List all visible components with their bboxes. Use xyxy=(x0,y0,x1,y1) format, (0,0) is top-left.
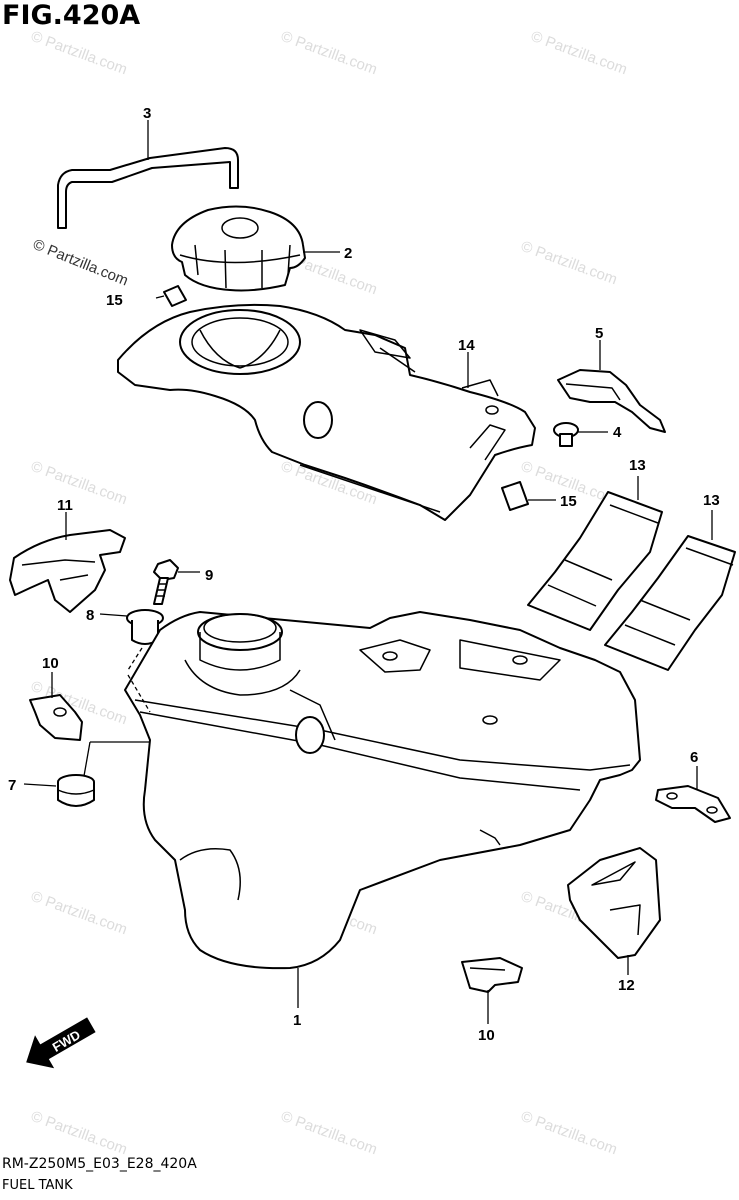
watermark: © Partzilla.com xyxy=(29,458,130,509)
forward-arrow-icon: FWD xyxy=(26,1017,96,1069)
callout-1: 1 xyxy=(293,1012,301,1029)
vent-hose-part xyxy=(57,120,239,229)
callout-4: 4 xyxy=(613,424,622,441)
callout-15: 15 xyxy=(560,493,577,510)
callout-13: 13 xyxy=(703,492,720,509)
callout-10: 10 xyxy=(478,1027,495,1044)
callout-11: 11 xyxy=(57,497,73,514)
watermark: © Partzilla.com xyxy=(279,1108,380,1159)
collar-part xyxy=(99,609,164,645)
callout-3: 3 xyxy=(143,105,151,122)
bracket-part-12 xyxy=(567,847,661,975)
cushion-part-15a xyxy=(155,285,187,307)
fuel-cap-part xyxy=(171,205,340,292)
callout-12: 12 xyxy=(618,977,635,994)
grommet-part xyxy=(23,741,150,807)
clip-part-10b xyxy=(461,957,523,1024)
watermark: © Partzilla.com xyxy=(519,1108,620,1159)
watermark: © Partzilla.com xyxy=(29,1108,130,1159)
watermark: © Partzilla.com xyxy=(279,28,380,79)
callout-2: 2 xyxy=(344,245,352,262)
figure-title: FIG.420A xyxy=(2,0,141,31)
cushion-part-13a xyxy=(527,476,663,631)
watermark: © Partzilla.com xyxy=(529,28,630,79)
plate-part xyxy=(655,766,731,823)
clamp-part xyxy=(557,340,666,433)
callout-10: 10 xyxy=(42,655,59,672)
bolt-part xyxy=(153,559,200,605)
callout-9: 9 xyxy=(205,567,213,584)
callout-7: 7 xyxy=(8,777,16,794)
callout-6: 6 xyxy=(690,749,698,766)
callout-15: 15 xyxy=(106,292,123,309)
figure-code: RM-Z250M5_E03_E28_420A xyxy=(2,1156,197,1172)
cushion-part-13b xyxy=(604,510,736,671)
callout-8: 8 xyxy=(86,607,94,624)
cushion-part-15b xyxy=(501,481,556,511)
assembly-lines xyxy=(127,647,151,713)
watermark: © Partzilla.com xyxy=(519,238,620,289)
callout-labels: 3 2 15 14 5 4 13 15 13 11 9 8 10 6 7 12 … xyxy=(8,105,720,1044)
fuel-tank-part xyxy=(124,611,641,1008)
callout-13: 13 xyxy=(629,457,646,474)
callout-14: 14 xyxy=(458,337,475,354)
callout-5: 5 xyxy=(595,325,603,342)
screw-part xyxy=(553,422,608,447)
tank-cover-part xyxy=(117,303,536,521)
clip-part-10a xyxy=(29,672,83,741)
watermark: © Partzilla.com xyxy=(29,888,130,939)
watermark: © Partzilla.com xyxy=(31,236,131,290)
bracket-part-11 xyxy=(9,512,126,613)
figure-name: FUEL TANK xyxy=(2,1178,73,1193)
watermark: © Partzilla.com xyxy=(29,28,130,79)
